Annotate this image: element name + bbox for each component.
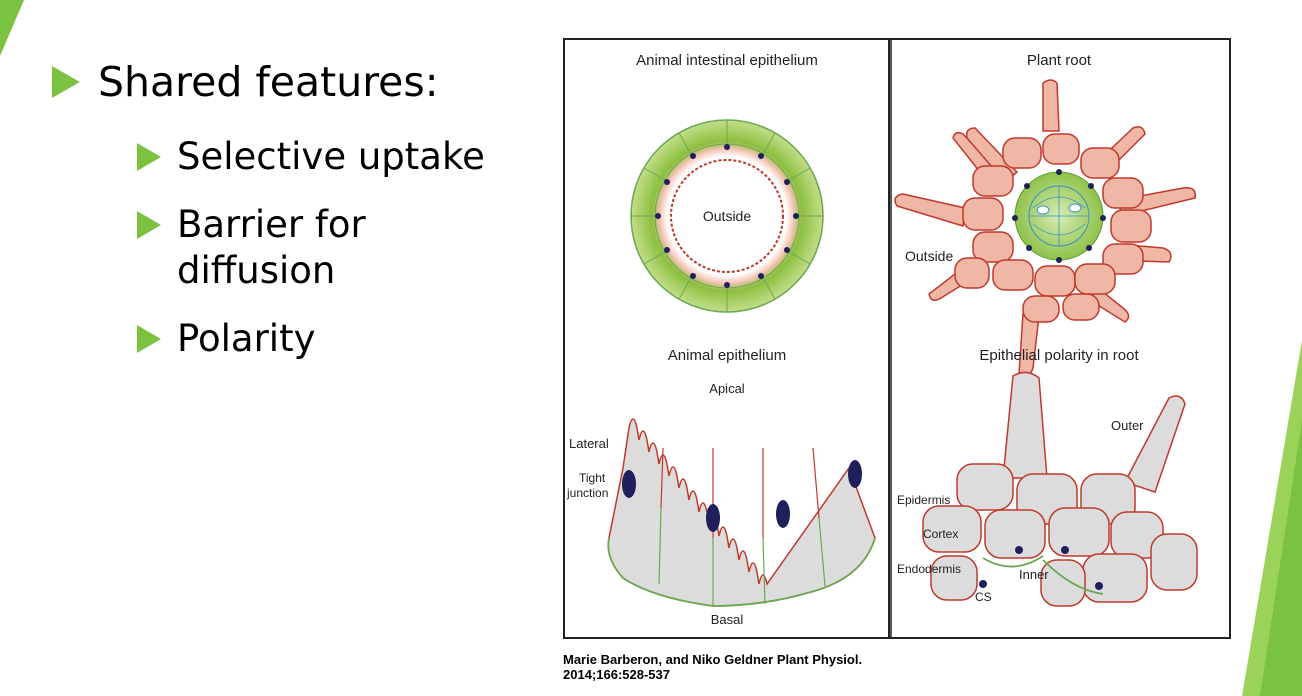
label-cortex: Cortex: [923, 527, 958, 541]
bullet-arrow-icon: [137, 143, 161, 171]
casparian-strip-dots: [979, 546, 1103, 590]
bullet-arrow-icon: [52, 66, 80, 98]
endodermis-green-edge-2: [1042, 559, 1104, 595]
animal-epithelium-cells: [607, 418, 876, 607]
intestinal-cross-section: [630, 119, 824, 313]
label-inner: Inner: [1019, 567, 1049, 582]
panel-title-plant-root: Plant root: [1027, 52, 1092, 69]
slide-accent-right: [1242, 340, 1302, 696]
root-stele: [1012, 169, 1106, 263]
bullet-arrow-icon: [137, 325, 161, 353]
main-bullet-text: Shared features:: [98, 58, 439, 106]
citation-line-1: Marie Barberon, and Niko Geldner Plant P…: [563, 652, 863, 667]
label-endodermis: Endodermis: [897, 562, 961, 576]
root-polarity-cells: [922, 371, 1198, 607]
figure-panel-right-frame: [890, 38, 1231, 639]
main-bullet: Shared features:: [52, 44, 485, 120]
root-cross-section: [894, 79, 1196, 377]
bullet-list: Shared features: Selective uptake Barrie…: [52, 44, 485, 362]
label-cs: CS: [975, 590, 992, 604]
label-lateral: Lateral: [569, 436, 609, 451]
bullet-arrow-icon: [137, 211, 161, 239]
sub-bullet-text: Polarity: [177, 317, 316, 360]
label-outside-root: Outside: [905, 248, 953, 264]
epithelium-comparison-figure: Animal intestinal epithelium Outside Pl: [563, 38, 1231, 639]
slide-accent-left: [0, 0, 24, 56]
citation-line-2: 2014;166:528-537: [563, 667, 670, 682]
sub-bullet-text: Barrier for diffusion: [177, 203, 366, 292]
endodermis-green-edge: [982, 555, 1044, 568]
panel-title-root-polarity: Epithelial polarity in root: [979, 347, 1139, 364]
label-tight-junction-1: Tight: [579, 471, 606, 485]
label-outer: Outer: [1111, 418, 1144, 433]
sub-bullet-polarity: Polarity: [137, 316, 485, 362]
label-epidermis: Epidermis: [897, 493, 950, 507]
label-basal: Basal: [711, 612, 744, 627]
sub-bullet-barrier: Barrier for diffusion: [137, 202, 437, 294]
sub-bullet-selective-uptake: Selective uptake: [137, 134, 485, 180]
panel-title-intestinal: Animal intestinal epithelium: [636, 52, 818, 69]
sub-bullet-text: Selective uptake: [177, 135, 485, 178]
label-outside-intestinal: Outside: [703, 208, 751, 224]
label-tight-junction-2: junction: [566, 486, 608, 500]
figure-citation: Marie Barberon, and Niko Geldner Plant P…: [563, 652, 1123, 682]
label-apical: Apical: [709, 381, 745, 396]
panel-title-animal-epithelium: Animal epithelium: [668, 347, 786, 364]
